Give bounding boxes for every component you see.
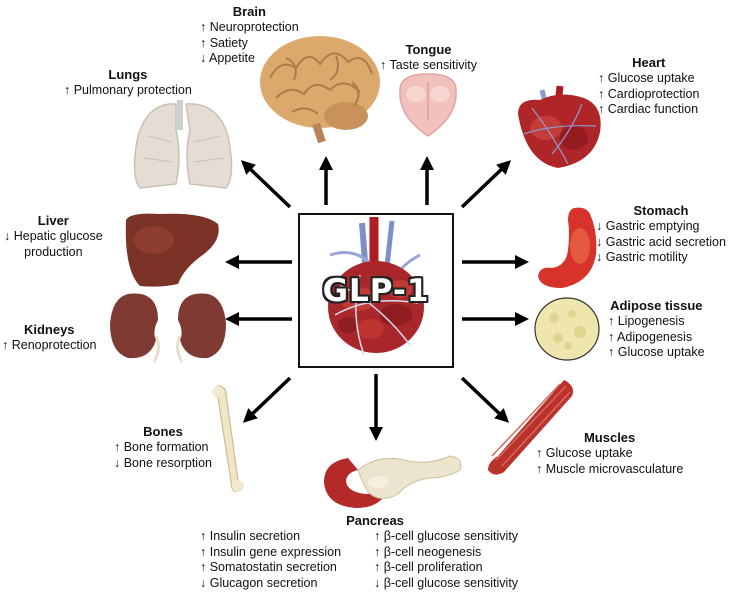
arrow-to-muscles [460,376,510,423]
brain-icon [260,36,380,144]
glp1-hub: GLP-1 [298,213,454,368]
hub-label: GLP-1 [322,273,430,309]
bone-icon [212,385,244,493]
heart-title: Heart [632,55,666,70]
kidneys-icon [110,293,226,363]
tongue-block: Tongue ↑ Taste sensitivity [380,42,477,74]
brain-title: Brain [232,4,266,19]
lungs-title: Lungs [108,67,148,82]
pancreas-left-item-4: ↓ Glucagon secretion [200,575,318,590]
stomach-title: Stomach [633,203,689,218]
stomach-icon [538,207,597,288]
pancreas-left-item-2: ↑ Insulin gene expression [200,544,342,559]
tongue-title: Tongue [405,42,452,57]
heart-icon [518,85,601,168]
heart-vessels-icon [328,217,424,356]
arrow-to-heart [460,160,512,209]
brain-block: Brain ↑ Neuroprotection ↑ Satiety ↓ Appe… [200,4,299,67]
pancreas-right-item-4: ↓ β-cell glucose sensitivity [374,575,519,590]
adipose-item-2: ↑ Adipogenesis [608,329,693,344]
stomach-block: Stomach ↓ Gastric emptying ↓ Gastric aci… [596,203,726,266]
adipose-block: Adipose tissue ↑ Lipogenesis ↑ Adipogene… [608,298,705,361]
tongue-item-1: ↑ Taste sensitivity [380,58,478,72]
adipose-icon [534,297,600,361]
arrow-to-lungs [240,160,292,209]
stomach-item-2: ↓ Gastric acid secretion [596,234,726,249]
brain-item-3: ↓ Appetite [200,51,255,65]
bones-title: Bones [143,424,183,439]
pancreas-block: Pancreas ↑ Insulin secretion ↑ Insulin g… [200,513,560,590]
liver-icon [125,213,219,287]
adipose-item-3: ↑ Glucose uptake [608,345,705,359]
pancreas-right-column: ↑ β-cell glucose sensitivity ↑ β-cell ne… [374,529,518,591]
muscles-title: Muscles [583,430,636,445]
pancreas-left-item-3: ↑ Somatostatin secretion [200,560,337,574]
stomach-item-1: ↓ Gastric emptying [596,219,700,233]
pancreas-right-item-1: ↑ β-cell glucose sensitivity [374,529,519,543]
pancreas-left-item-1: ↑ Insulin secretion [200,529,301,543]
liver-item-1: ↓ Hepatic glucose [4,229,103,243]
bones-block: Bones ↑ Bone formation ↓ Bone resorption [114,424,212,471]
pancreas-title: Pancreas [346,513,404,528]
liver-title: Liver [37,213,69,228]
muscle-icon [488,380,573,475]
kidneys-title: Kidneys [23,322,75,337]
pancreas-right-item-2: ↑ β-cell neogenesis [374,544,482,559]
bones-item-2: ↓ Bone resorption [114,455,212,470]
liver-block: Liver ↓ Hepatic glucose production [4,213,103,260]
lungs-icon [133,100,233,189]
adipose-title: Adipose tissue [610,298,703,313]
lungs-item-1: ↑ Pulmonary protection [64,83,192,97]
heart-item-1: ↑ Glucose uptake [598,71,695,85]
pancreas-right-item-3: ↑ β-cell proliferation [374,560,483,574]
liver-item-2: production [24,244,83,259]
heart-block: Heart ↑ Glucose uptake ↑ Cardioprotectio… [598,55,699,118]
arrow-to-bones [242,376,292,423]
tongue-icon [399,73,457,137]
pancreas-icon [324,455,462,508]
bones-item-1: ↑ Bone formation [114,440,209,454]
lungs-block: Lungs ↑ Pulmonary protection [64,67,192,99]
muscles-item-1: ↑ Glucose uptake [536,446,633,460]
kidneys-item-1: ↑ Renoprotection [2,338,97,352]
brain-item-2: ↑ Satiety [200,35,248,50]
heart-item-2: ↑ Cardioprotection [598,86,700,101]
muscles-item-2: ↑ Muscle microvasculature [536,461,684,476]
kidneys-block: Kidneys ↑ Renoprotection [2,322,97,354]
heart-item-3: ↑ Cardiac function [598,102,699,116]
muscles-block: Muscles ↑ Glucose uptake ↑ Muscle microv… [536,430,683,477]
brain-item-1: ↑ Neuroprotection [200,20,299,34]
adipose-item-1: ↑ Lipogenesis [608,314,685,328]
pancreas-left-column: ↑ Insulin secretion ↑ Insulin gene expre… [200,529,341,591]
stomach-item-3: ↓ Gastric motility [596,250,688,264]
